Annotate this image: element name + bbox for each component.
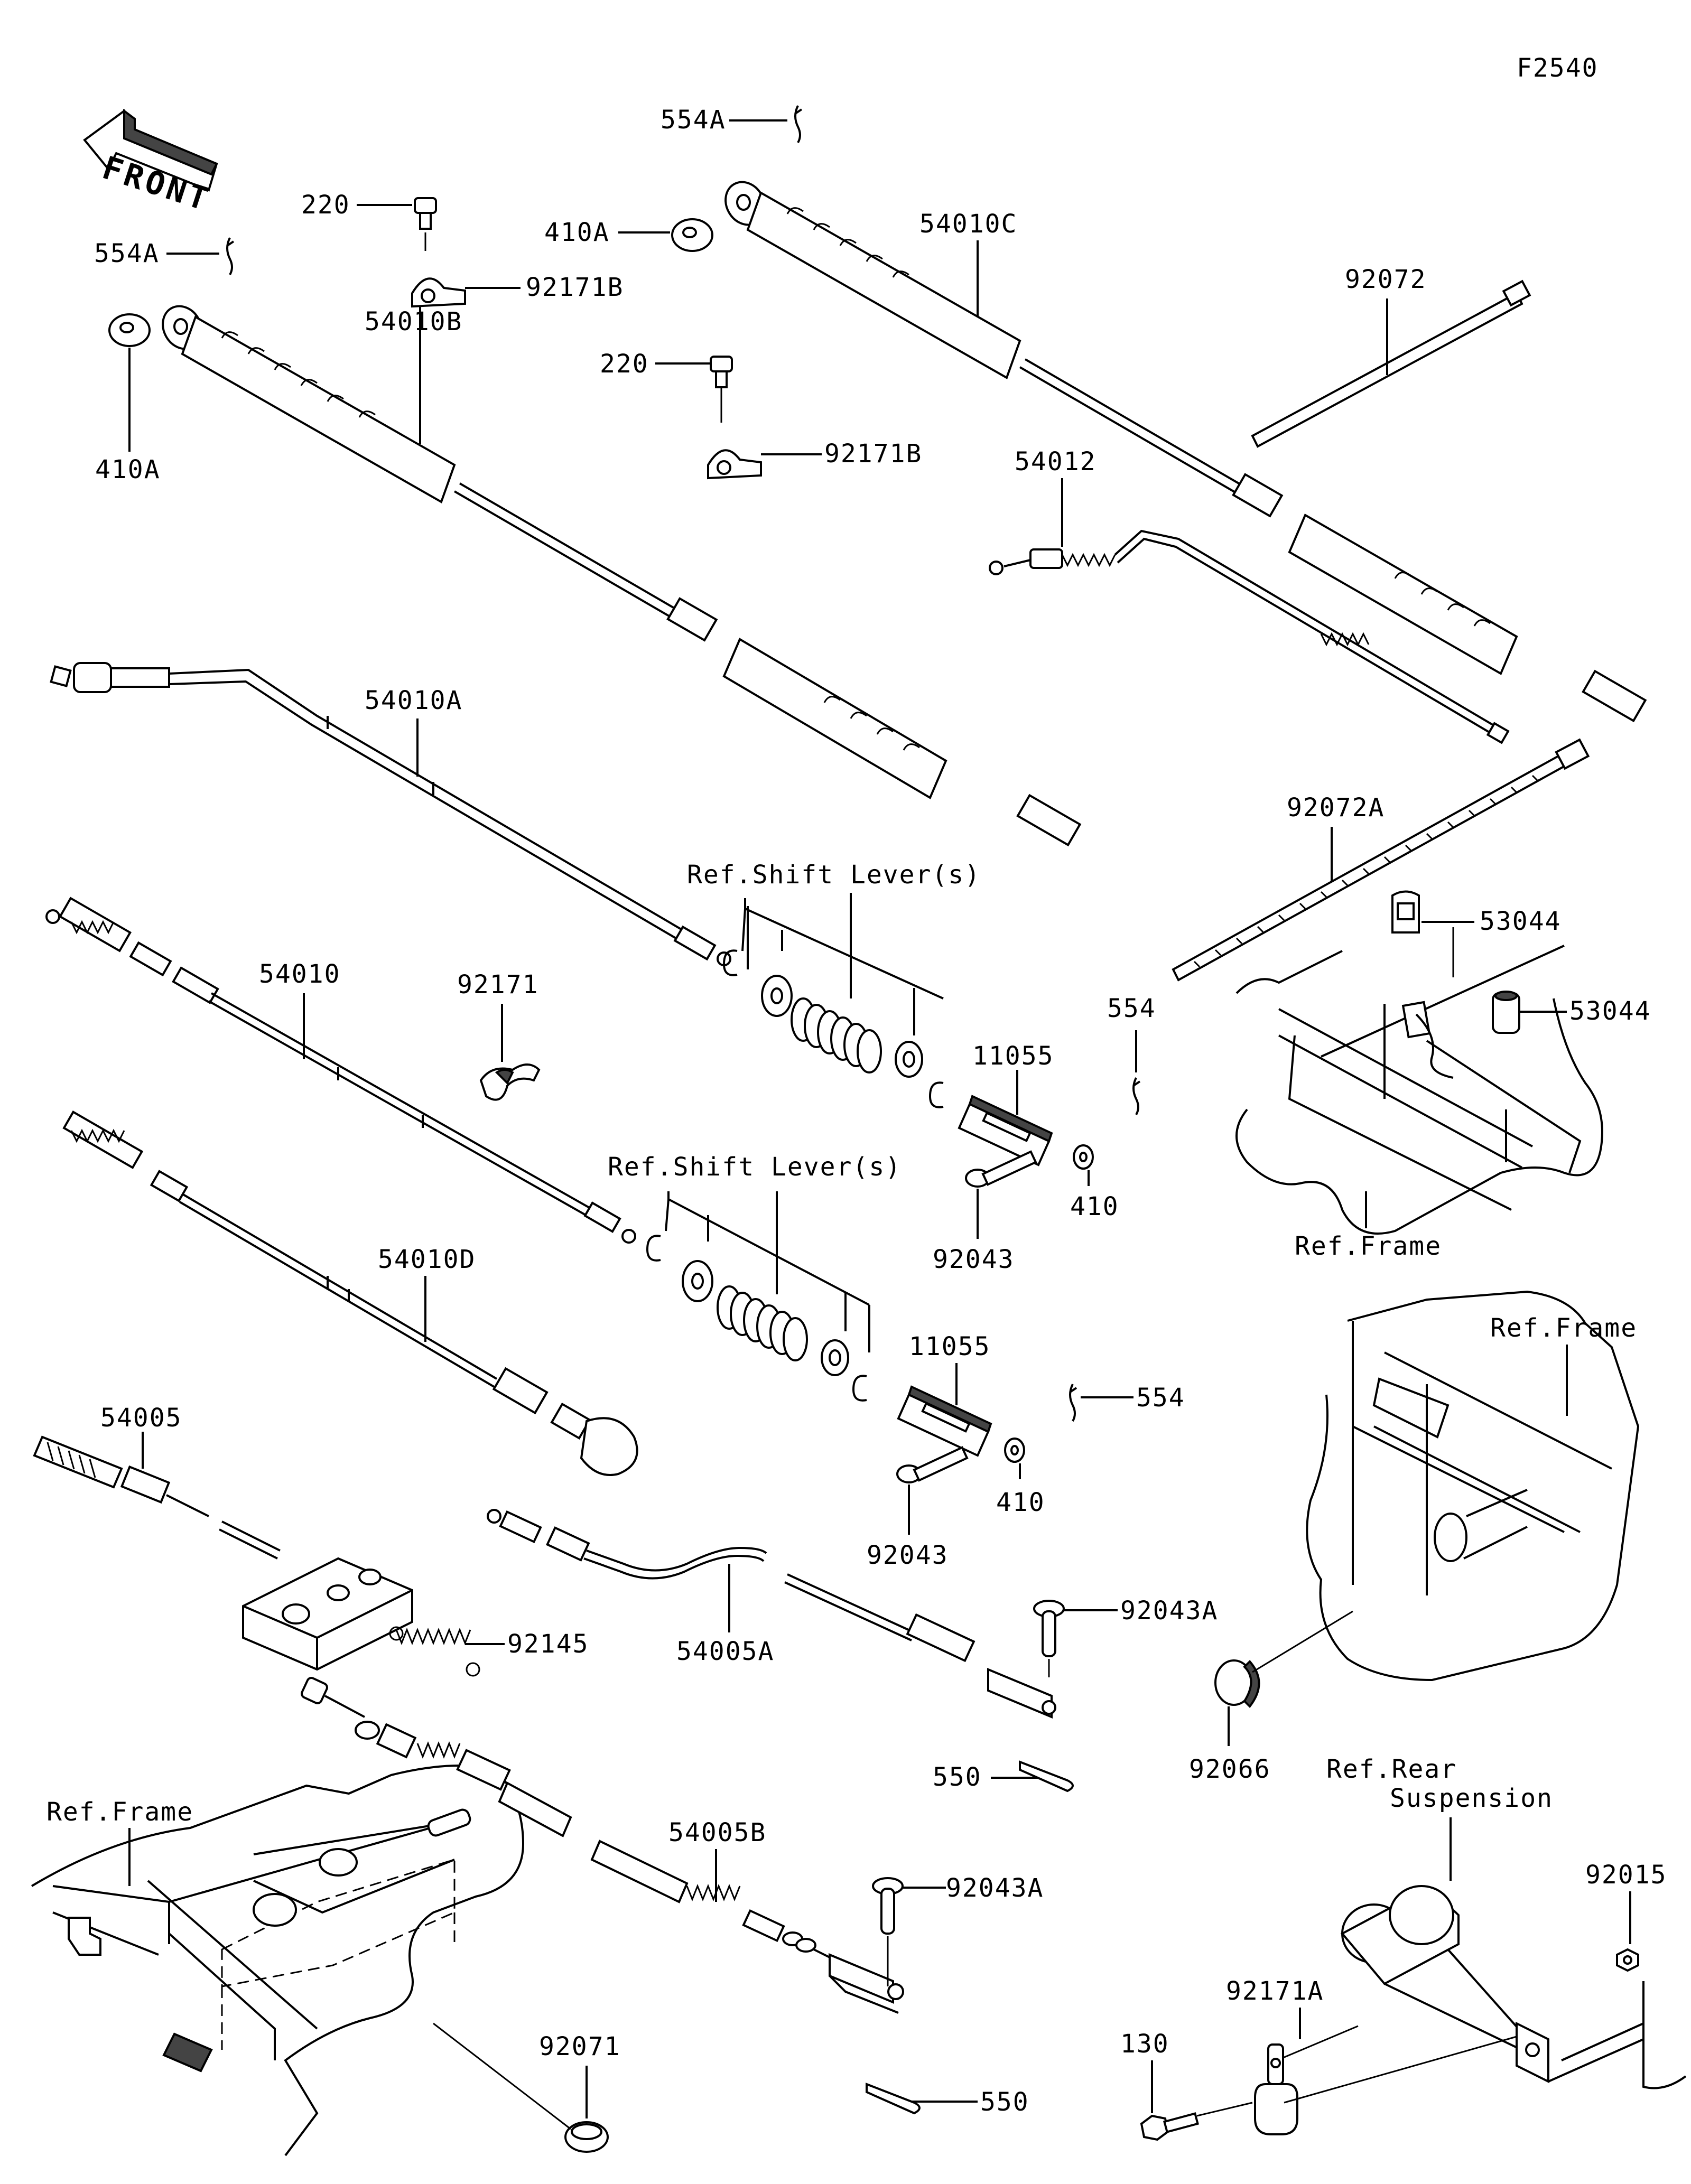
label-92071: 92071 [539,2032,621,2061]
label-54012: 54012 [1015,447,1097,477]
part-550-a: 550 [933,1760,1074,1793]
label-11055-b: 11055 [909,1332,991,1361]
label-410-b: 410 [996,1488,1045,1517]
part-554A-left: 554A [94,237,235,275]
part-410A-mid: 410A [544,218,713,252]
rear-suspension-detail: Ref.Rear Suspension [1326,1754,1687,2089]
label-92015: 92015 [1585,1860,1667,1890]
part-92145-spring: 92145 [389,1626,589,1677]
part-130-bolt: 130 [1120,2029,1253,2141]
label-54005A: 54005A [676,1637,774,1666]
label-ref-frame-1: Ref.Frame [1295,1231,1442,1261]
label-130: 130 [1120,2029,1169,2059]
label-54010C: 54010C [919,209,1017,239]
label-554A-top: 554A [661,105,726,135]
label-410-a: 410 [1070,1192,1119,1221]
label-ref-frame-2: Ref.Frame [1490,1313,1637,1343]
label-54005B: 54005B [668,1818,766,1847]
part-92072-tie: 92072 [1251,265,1531,448]
label-410A-left: 410A [95,455,161,484]
part-11055-b: 11055 [897,1332,992,1457]
frame-detail-3: Ref.Frame [31,1765,525,2157]
label-92145: 92145 [507,1629,589,1659]
label-53044-a: 53044 [1480,907,1562,936]
part-11055-a: 11055 [958,1041,1054,1166]
label-suspension: Suspension [1390,1784,1553,1813]
figure-code: F2540 [1517,53,1599,83]
part-220-a: 220 [301,190,437,251]
part-92043-b: 92043 [867,1446,969,1570]
label-54010: 54010 [259,959,341,989]
label-220-b: 220 [600,349,649,379]
label-92043A-a: 92043A [1120,1596,1218,1626]
label-550-b: 550 [980,2087,1029,2117]
label-ref-shift-2: Ref.Shift Lever(s) [608,1152,902,1182]
part-92015: 92015 [1585,1860,1667,1972]
label-92171B-a: 92171B [526,273,624,302]
label-54010A: 54010A [365,686,462,715]
label-220-a: 220 [301,190,350,220]
part-92171B-b: 92171B [707,439,922,480]
label-54005: 54005 [100,1403,182,1433]
part-554A-top: 554A [661,105,803,143]
part-53044-b: 53044 [1492,991,1651,1034]
label-ref-shift-1: Ref.Shift Lever(s) [687,860,981,890]
label-550-a: 550 [933,1762,982,1792]
cable-54012: 54012 [989,447,1510,744]
label-54010B: 54010B [365,307,462,337]
part-92072A-tie: 92072A [1172,738,1590,982]
part-554-right: 554 [1107,994,1156,1115]
part-92043A-a: 92043A [1033,1596,1218,1677]
shift-group-2: Ref.Shift Lever(s) [608,1152,902,1402]
label-92171: 92171 [457,970,539,1000]
part-92043A-b: 92043A [872,1873,1044,1986]
part-410A-left: 410A [95,313,161,484]
part-53044-a: 53044 [1391,890,1562,977]
label-92043A-b: 92043A [946,1873,1044,1903]
part-92171B-a: 92171B [411,273,624,308]
label-11055-a: 11055 [972,1041,1054,1071]
label-554-right: 554 [1107,994,1156,1023]
part-550-b: 550 [866,2083,1029,2117]
label-54010D: 54010D [378,1245,476,1274]
label-53044-b: 53044 [1569,996,1651,1026]
part-bracket-block [242,1557,413,1671]
label-92043-b: 92043 [867,1541,949,1570]
front-arrow-icon: FRONT [83,109,218,219]
cable-54010D: 54010D [62,1110,638,1476]
part-92066: 92066 [1189,1610,1353,1784]
cable-54010A: 54010A [50,662,731,966]
frame-detail-2: Ref.Frame [1306,1290,1640,1682]
label-92171B-b: 92171B [824,439,922,469]
part-92171A: 92171A [1226,1976,1517,2135]
cable-54010C: 54010C [724,181,1647,723]
part-410-a: 410 [1070,1144,1119,1221]
part-554-mid: 554 [1069,1383,1185,1422]
cable-54010: 54010 [45,897,636,1244]
cable-54010B: 54010B [162,305,1082,847]
label-410A-mid: 410A [544,218,610,247]
part-92171: 92171 [457,970,541,1101]
label-92072: 92072 [1345,265,1427,294]
part-92043-a: 92043 [933,1150,1037,1274]
label-92072A: 92072A [1287,793,1385,823]
label-ref-frame-3: Ref.Frame [47,1797,193,1827]
part-410-b: 410 [996,1438,1045,1517]
label-ref-rear: Ref.Rear [1326,1754,1457,1784]
cable-54005A: 54005A [487,1509,1056,1719]
label-554A-left: 554A [94,239,160,268]
part-92071: 92071 [433,2022,621,2153]
cable-54005: 54005 [33,1403,281,1560]
shift-group-1: Ref.Shift Lever(s) [687,860,981,1108]
label-92043-a: 92043 [933,1245,1015,1274]
frame-detail-1: Ref.Frame [1235,945,1603,1261]
label-554-mid: 554 [1136,1383,1185,1413]
cable-54005B: 54005B [301,1677,904,2014]
label-92171A: 92171A [1226,1976,1324,2006]
label-92066: 92066 [1189,1754,1271,1784]
part-220-b: 220 [600,349,733,423]
